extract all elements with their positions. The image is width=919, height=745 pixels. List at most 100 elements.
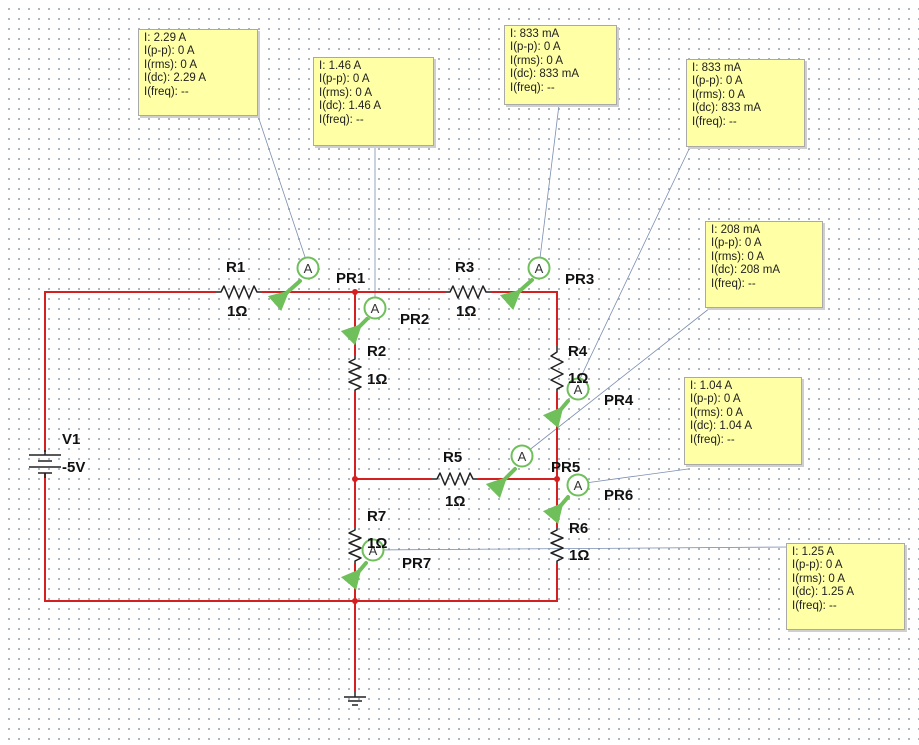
r3-name-label: R3 — [455, 259, 474, 276]
pr6-ammeter-icon — [566, 473, 590, 497]
pr1-readout-rms: I(rms): 0 A — [144, 58, 198, 71]
r1-name-label: R1 — [226, 259, 245, 276]
pr7-readout-pp: I(p-p): 0 A — [792, 559, 843, 572]
pr4-readout-freq: I(freq): -- — [692, 115, 737, 128]
pr6-readout-pp: I(p-p): 0 A — [690, 393, 741, 406]
r7-name-label: R7 — [367, 508, 386, 525]
pr7-name-label: PR7 — [402, 555, 431, 572]
v1-battery-symbol[interactable] — [29, 450, 61, 478]
pr6-readout-freq: I(freq): -- — [690, 433, 735, 446]
pr3-readout-rms: I(rms): 0 A — [510, 54, 564, 67]
pr7-readout-box[interactable]: I: 1.25 A I(p-p): 0 A I(rms): 0 A I(dc):… — [786, 543, 905, 630]
pr2-ammeter-icon — [363, 296, 387, 320]
pr3-readout-current: I: 833 mA — [510, 28, 560, 40]
pr1-readout-freq: I(freq): -- — [144, 85, 189, 98]
pr2-readout-rms: I(rms): 0 A — [319, 86, 373, 99]
pr3-probe[interactable]: A — [499, 256, 551, 311]
pr5-probe-arrow-icon — [485, 467, 517, 499]
ground-symbol[interactable] — [344, 692, 366, 706]
r2-resistor-symbol[interactable] — [348, 355, 362, 392]
pr1-readout-dc: I(dc): 2.29 A — [144, 72, 207, 85]
r4-value-label: 1Ω — [568, 370, 588, 387]
pr2-readout-dc: I(dc): 1.46 A — [319, 100, 382, 113]
pr1-ammeter-glyph: A — [304, 261, 313, 276]
r1-resistor-symbol[interactable] — [216, 285, 262, 299]
pr1-probe-arrow-icon — [267, 279, 302, 312]
pr5-name-label: PR5 — [551, 459, 580, 476]
pr2-readout-current: I: 1.46 A — [319, 60, 362, 72]
pr5-readout-dc: I(dc): 208 mA — [711, 264, 781, 277]
junction-dots — [352, 289, 560, 604]
pr3-probe-arrow-icon — [499, 278, 534, 311]
pr4-readout-current: I: 833 mA — [692, 62, 742, 74]
pr4-readout-box[interactable]: I: 833 mA I(p-p): 0 A I(rms): 0 A I(dc):… — [686, 59, 805, 147]
pr6-probe-arrow-icon — [542, 495, 570, 525]
pr5-ammeter-icon — [510, 444, 534, 468]
pr6-readout-box[interactable]: I: 1.04 A I(p-p): 0 A I(rms): 0 A I(dc):… — [684, 377, 802, 465]
pr6-ammeter-glyph: A — [574, 478, 583, 493]
pr5-probe[interactable]: A — [485, 444, 534, 499]
pr1-name-label: PR1 — [336, 270, 365, 287]
pr5-readout-box[interactable]: I: 208 mA I(p-p): 0 A I(rms): 0 A I(dc):… — [705, 221, 823, 308]
r5-name-label: R5 — [443, 449, 462, 466]
pr3-readout-box[interactable]: I: 833 mA I(p-p): 0 A I(rms): 0 A I(dc):… — [504, 25, 617, 105]
r6-resistor-symbol[interactable] — [550, 527, 564, 563]
pr1-ammeter-icon — [296, 256, 320, 280]
pr7-probe[interactable]: A — [340, 538, 385, 591]
r3-value-label: 1Ω — [456, 303, 476, 320]
pr3-readout-pp: I(p-p): 0 A — [510, 41, 561, 54]
pr7-ammeter-icon — [361, 538, 385, 562]
pr6-probe[interactable]: A — [542, 473, 590, 525]
pr6-readout-current: I: 1.04 A — [690, 380, 733, 392]
pr5-readout-current: I: 208 mA — [711, 224, 761, 236]
pr4-ammeter-glyph: A — [574, 382, 583, 397]
r2-value-label: 1Ω — [367, 371, 387, 388]
pr2-ammeter-glyph: A — [371, 301, 380, 316]
pr4-name-label: PR4 — [604, 392, 634, 409]
pr7-readout-rms: I(rms): 0 A — [792, 572, 846, 585]
circuit-wires — [44, 291, 558, 692]
pr1-probe[interactable]: A — [267, 256, 320, 312]
pr2-name-label: PR2 — [400, 311, 429, 328]
r2-name-label: R2 — [367, 343, 386, 360]
pr4-ammeter-icon — [566, 377, 590, 401]
pr1-readout-pp: I(p-p): 0 A — [144, 45, 195, 58]
pr2-readout-pp: I(p-p): 0 A — [319, 73, 370, 86]
pr1-readout-current: I: 2.29 A — [144, 32, 187, 44]
r4-name-label: R4 — [568, 343, 588, 360]
pr3-ammeter-icon — [527, 256, 551, 280]
pr3-readout-dc: I(dc): 833 mA — [510, 68, 580, 81]
pr7-ammeter-glyph: A — [369, 543, 378, 558]
pr4-probe[interactable]: A — [542, 377, 590, 429]
pr7-readout-dc: I(dc): 1.25 A — [792, 586, 855, 599]
pr4-readout-dc: I(dc): 833 mA — [692, 102, 762, 115]
pr4-probe-arrow-icon — [542, 399, 570, 429]
r5-resistor-symbol[interactable] — [432, 472, 478, 486]
r7-resistor-symbol[interactable] — [348, 527, 362, 563]
pr3-name-label: PR3 — [565, 271, 594, 288]
pr2-probe[interactable]: A — [340, 296, 387, 346]
pr4-readout-rms: I(rms): 0 A — [692, 88, 746, 101]
pr4-readout-pp: I(p-p): 0 A — [692, 75, 743, 88]
pr3-ammeter-glyph: A — [535, 261, 544, 276]
r6-name-label: R6 — [569, 520, 588, 537]
pr7-readout-current: I: 1.25 A — [792, 546, 835, 558]
pr5-readout-rms: I(rms): 0 A — [711, 250, 765, 263]
r4-resistor-symbol[interactable] — [550, 345, 564, 392]
pr1-readout-box[interactable]: I: 2.29 A I(p-p): 0 A I(rms): 0 A I(dc):… — [138, 29, 258, 116]
pr2-probe-arrow-icon — [340, 317, 369, 346]
pr6-name-label: PR6 — [604, 487, 633, 504]
r5-value-label: 1Ω — [445, 493, 465, 510]
pr2-readout-freq: I(freq): -- — [319, 113, 364, 126]
v1-voltage-label: -5V — [62, 459, 85, 476]
pr5-readout-pp: I(p-p): 0 A — [711, 237, 762, 250]
pr7-probe-arrow-icon — [340, 561, 368, 591]
v1-name-label: V1 — [62, 431, 80, 448]
r1-value-label: 1Ω — [227, 303, 247, 320]
r3-resistor-symbol[interactable] — [445, 285, 491, 299]
pr3-readout-freq: I(freq): -- — [510, 81, 555, 94]
pr6-readout-rms: I(rms): 0 A — [690, 406, 744, 419]
pr2-readout-box[interactable]: I: 1.46 A I(p-p): 0 A I(rms): 0 A I(dc):… — [313, 57, 434, 146]
r7-value-label: 1Ω — [367, 535, 387, 552]
